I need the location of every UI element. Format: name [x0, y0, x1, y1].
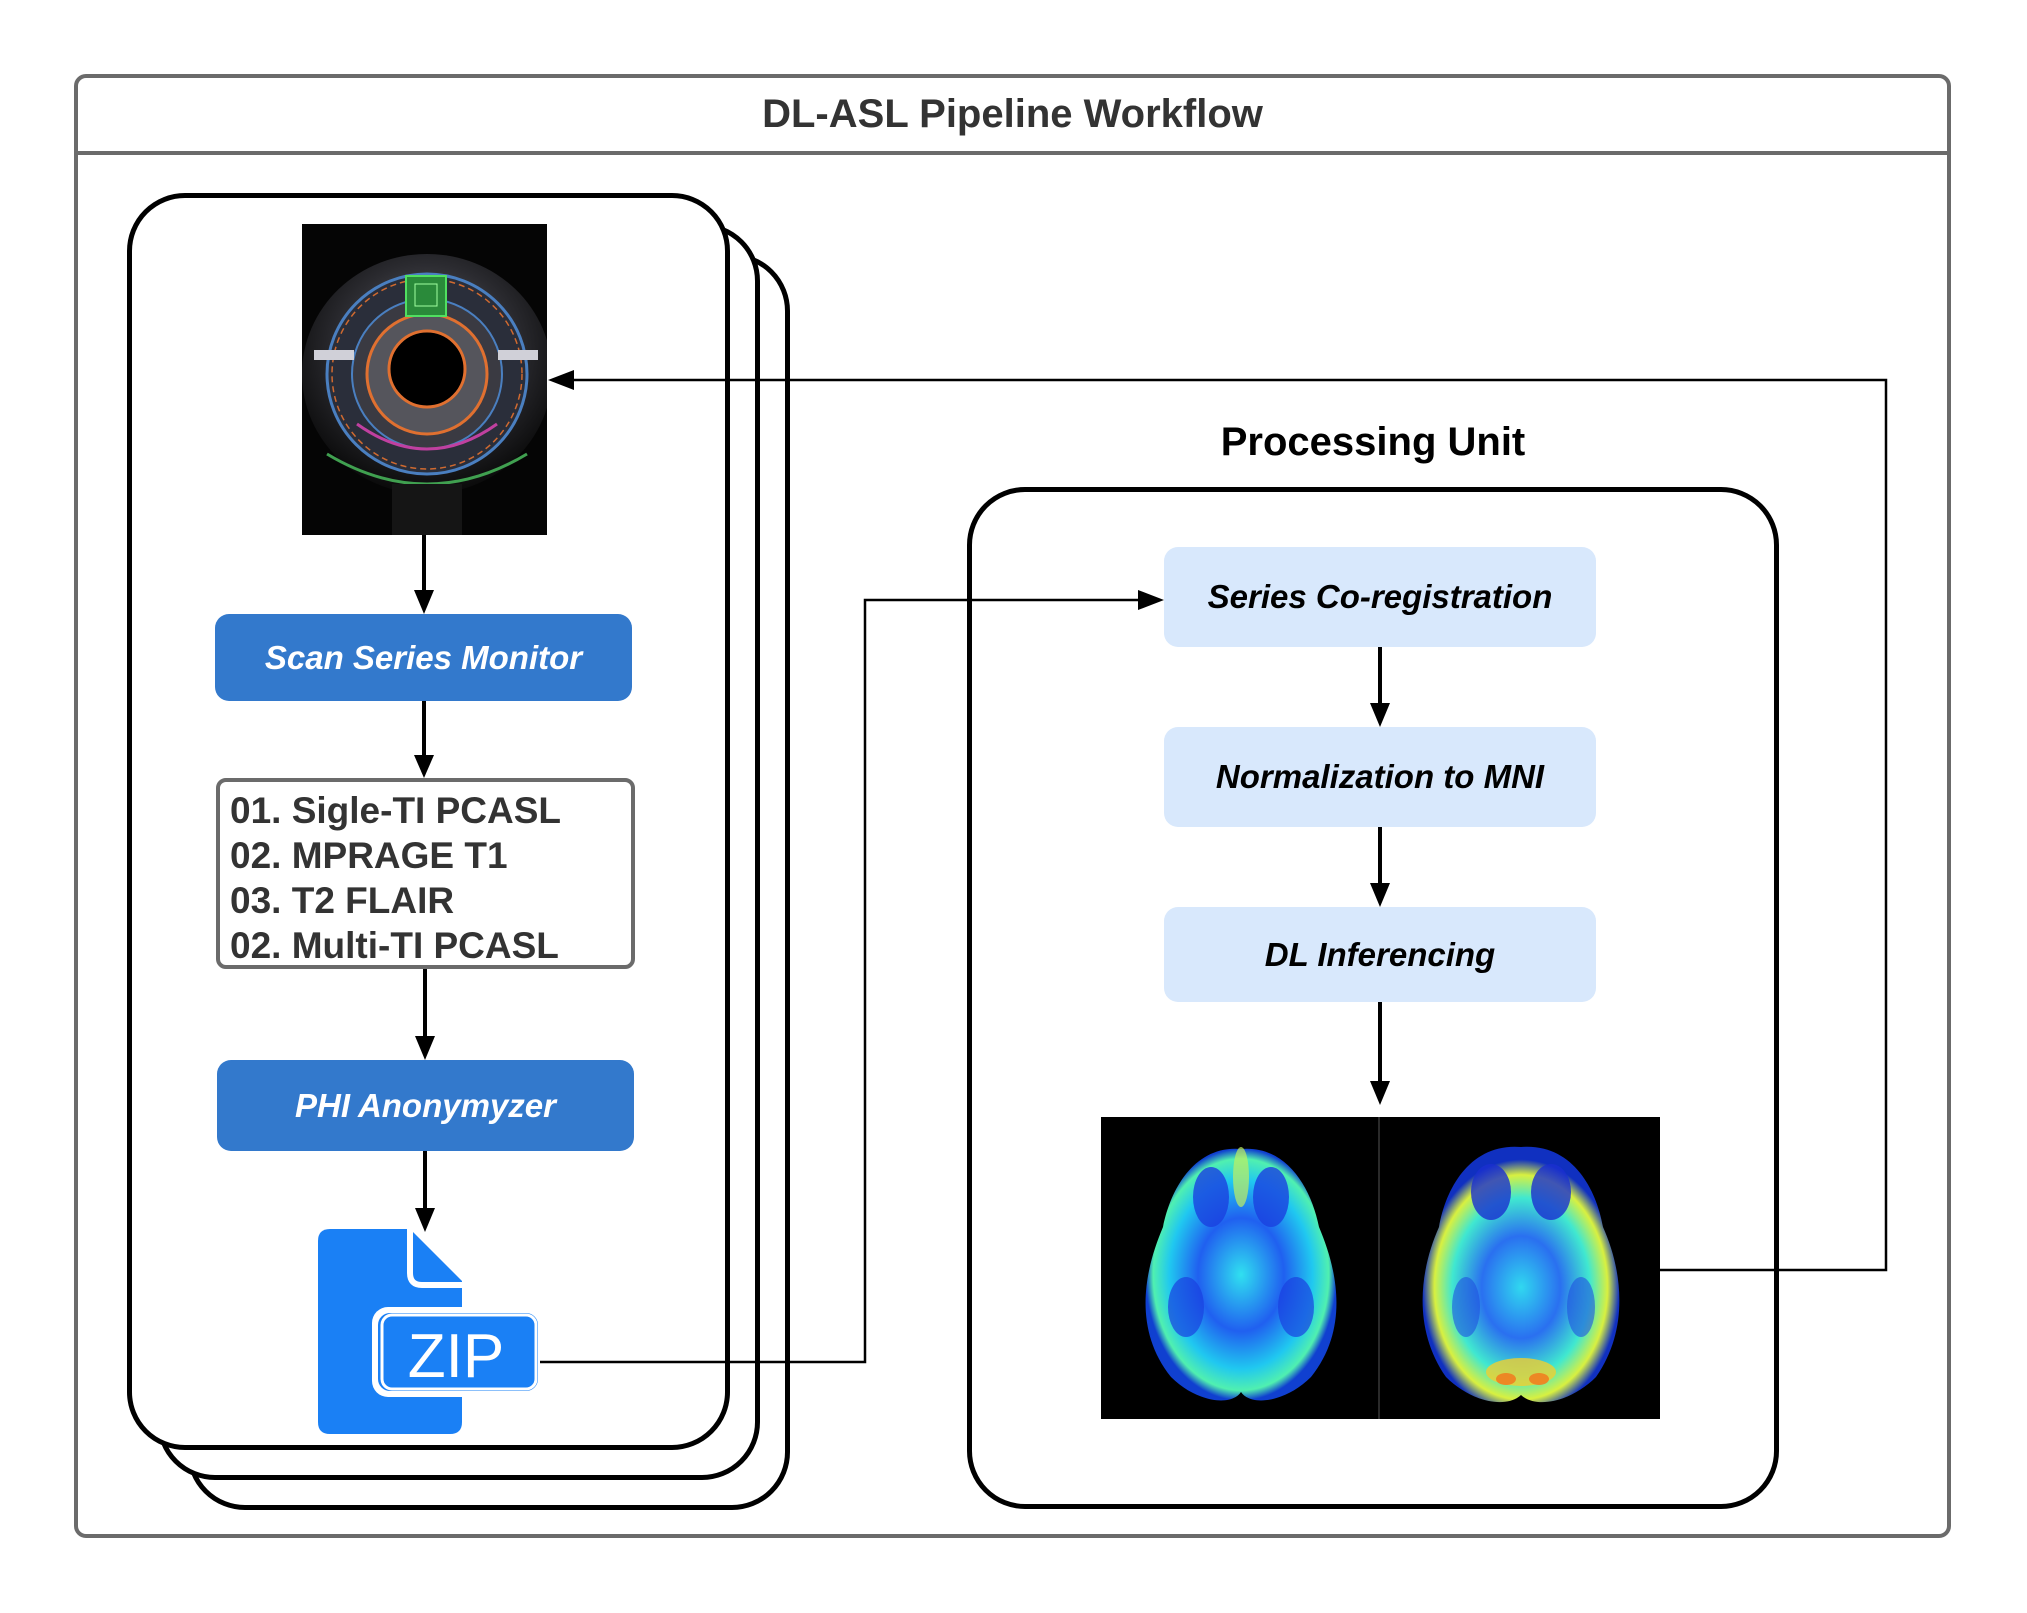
processing-unit-title: Processing Unit [1220, 420, 1526, 464]
series-item: 02. Multi-TI PCASL [230, 925, 559, 966]
header-divider [74, 151, 1951, 155]
dl-inferencing-label: DL Inferencing [1264, 935, 1496, 973]
series-item: 03. T2 FLAIR [230, 880, 455, 921]
scan-series-monitor-label: Scan Series Monitor [264, 638, 583, 676]
zip-file-icon: ZIP [318, 1229, 540, 1434]
series-coregistration-step: Series Co-registration [1164, 547, 1596, 647]
mri-scanner-illustration [302, 224, 547, 535]
phi-anonymizer-label: PHI Anonymyzer [294, 1086, 556, 1124]
normalization-step: Normalization to MNI [1164, 727, 1596, 827]
phi-anonymizer-step: PHI Anonymyzer [217, 1060, 634, 1151]
normalization-label: Normalization to MNI [1215, 758, 1545, 795]
page-title: DL-ASL Pipeline Workflow [762, 92, 1263, 136]
mri-scanner-image [302, 224, 547, 535]
series-item: 01. Sigle-TI PCASL [230, 790, 562, 831]
series-coregistration-label: Series Co-registration [1207, 578, 1553, 615]
scan-series-list: 01. Sigle-TI PCASL 02. MPRAGE T1 03. T2 … [216, 778, 635, 969]
workflow-frame [74, 74, 1951, 1538]
scan-series-monitor-step: Scan Series Monitor [215, 614, 632, 701]
cbf-brain-maps-image [1101, 1117, 1660, 1419]
zip-label: ZIP [408, 1322, 504, 1391]
dl-inferencing-step: DL Inferencing [1164, 907, 1596, 1002]
series-item: 02. MPRAGE T1 [230, 835, 508, 876]
